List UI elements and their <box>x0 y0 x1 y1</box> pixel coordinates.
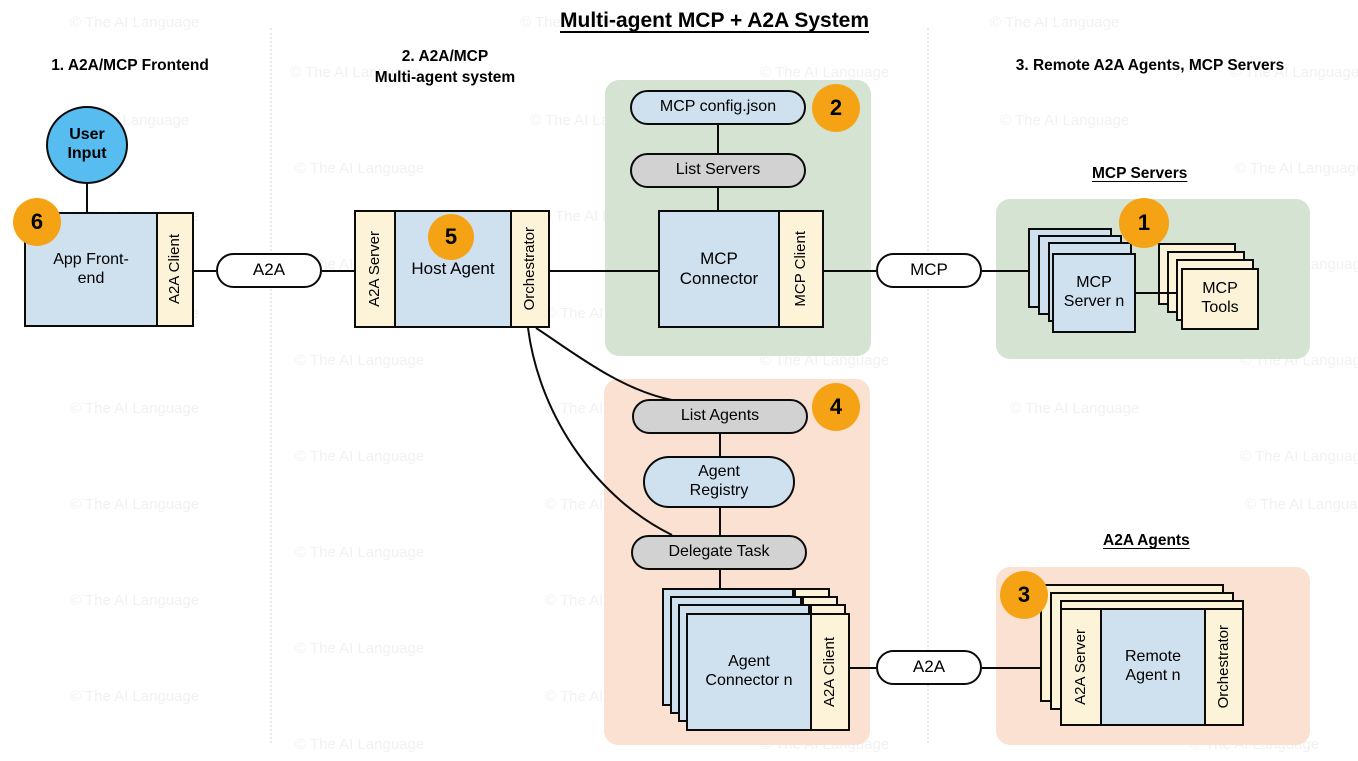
host-to-mcp-connector-line <box>550 270 658 272</box>
mcp-tools-box[interactable]: MCP Tools <box>1181 268 1259 330</box>
host-orchestrator-label: Orchestrator <box>521 227 539 311</box>
column-divider-left <box>270 28 272 743</box>
a2a-pill-to-remote-line <box>982 667 1040 669</box>
mcp-server-box[interactable]: MCP Server n <box>1052 253 1136 333</box>
connector-to-a2a-pill-line <box>850 667 876 669</box>
remote-agent-box[interactable]: Remote Agent n <box>1100 608 1204 726</box>
remote-a2a-server-label: A2A Server <box>1072 629 1090 705</box>
a2a-link-frontend: A2A <box>216 253 322 288</box>
agent-registry-label-line1: Agent <box>698 463 740 481</box>
frontend-a2a-client-label: A2A Client <box>166 234 184 305</box>
remote-agent-label-line1: Remote <box>1124 648 1182 666</box>
user-input-to-frontend-line <box>86 182 88 212</box>
a2a-link-agents: A2A <box>876 650 982 685</box>
watermark: © The AI Language <box>295 352 425 369</box>
mcp-server-label-line1: MCP <box>1076 274 1112 292</box>
watermark: © The AI Language <box>70 496 200 513</box>
badge-1: 1 <box>1119 198 1169 248</box>
agent-connector-label-line1: Agent <box>728 653 770 671</box>
agent-registry-box[interactable]: Agent Registry <box>643 456 795 508</box>
mcp-connector-label-line2: Connector <box>679 269 759 288</box>
badge-2: 2 <box>812 84 860 132</box>
watermark: © The AI Language <box>1000 112 1130 129</box>
host-a2a-server-box[interactable]: A2A Server <box>354 210 394 328</box>
watermark: © The AI Language <box>295 448 425 465</box>
mcp-server-label-line2: Server n <box>1063 293 1125 310</box>
list-agents-box[interactable]: List Agents <box>632 399 808 434</box>
watermark: © The AI Language <box>295 736 425 753</box>
config-to-list-servers-line <box>717 125 719 153</box>
mcp-client-box[interactable]: MCP Client <box>778 210 824 328</box>
mcp-client-to-pill-line <box>824 270 876 272</box>
watermark: © The AI Language <box>760 64 890 81</box>
column-title-3: 3. Remote A2A Agents, MCP Servers <box>1015 57 1285 74</box>
watermark: © The AI Language <box>70 688 200 705</box>
agent-registry-label-line2: Registry <box>689 482 749 499</box>
user-input-node[interactable]: User Input <box>46 106 128 184</box>
watermark: © The AI Language <box>70 14 200 31</box>
a2a-to-host-line <box>322 270 354 272</box>
watermark: © The AI Language <box>70 592 200 609</box>
page-title: Multi-agent MCP + A2A System <box>560 9 870 32</box>
mcp-connector-label-line1: MCP <box>700 248 738 268</box>
remote-a2a-server-box[interactable]: A2A Server <box>1060 608 1100 726</box>
user-input-label-line1: User <box>69 126 105 144</box>
delegate-task-box[interactable]: Delegate Task <box>631 535 807 570</box>
mcp-tools-label-line1: MCP <box>1202 280 1238 298</box>
badge-4: 4 <box>812 383 860 431</box>
remote-orchestrator-label: Orchestrator <box>1215 625 1233 709</box>
watermark: © The AI Language <box>295 160 425 177</box>
list-servers-to-connector-line <box>717 188 719 210</box>
column-divider-right <box>927 28 929 743</box>
app-frontend-label-line1: App Front- <box>53 250 129 268</box>
group-title-mcp-servers: MCP Servers <box>1092 165 1188 182</box>
frontend-to-a2a-line <box>194 270 216 272</box>
agent-connector-a2a-client-box[interactable]: A2A Client <box>810 613 850 731</box>
group-title-a2a-agents: A2A Agents <box>1103 532 1190 549</box>
column-title-2-line2: Multi-agent system <box>374 68 516 86</box>
badge-5: 5 <box>428 214 474 260</box>
app-frontend-label-line2: end <box>77 269 105 287</box>
list-servers-box[interactable]: List Servers <box>630 153 806 188</box>
column-title-1: 1. A2A/MCP Frontend <box>51 57 209 74</box>
badge-3: 3 <box>1000 571 1048 619</box>
mcp-server-to-tools-line <box>1136 292 1178 294</box>
watermark: © The AI Language <box>1235 160 1358 177</box>
badge-6: 6 <box>13 198 61 246</box>
watermark: © The AI Language <box>70 400 200 417</box>
host-a2a-server-label: A2A Server <box>366 231 384 307</box>
delegate-to-connector-line <box>719 570 721 592</box>
frontend-a2a-client-box[interactable]: A2A Client <box>156 212 194 327</box>
agent-connector-a2a-client-label: A2A Client <box>821 636 839 708</box>
mcp-tools-label-line2: Tools <box>1201 299 1239 316</box>
registry-to-delegate-line <box>719 508 721 535</box>
agent-connector-box[interactable]: Agent Connector n <box>686 613 810 731</box>
watermark: © The AI Language <box>1245 496 1358 513</box>
column-title-2: 2. A2A/MCP Multi-agent system <box>320 47 570 89</box>
user-input-label-line2: Input <box>67 145 107 162</box>
remote-orchestrator-box[interactable]: Orchestrator <box>1204 608 1244 726</box>
watermark: © The AI Language <box>295 640 425 657</box>
watermark: © The AI Language <box>295 544 425 561</box>
mcp-client-label: MCP Client <box>792 231 810 307</box>
watermark: © The AI Language <box>1010 400 1140 417</box>
remote-agent-label-line2: Agent n <box>1125 667 1181 684</box>
agent-connector-label-line2: Connector n <box>705 672 793 689</box>
mcp-pill-to-server-line <box>982 270 1028 272</box>
mcp-connector-box[interactable]: MCP Connector <box>658 210 778 328</box>
watermark: © The AI Language <box>990 14 1120 31</box>
column-title-2-line1: 2. A2A/MCP <box>401 48 489 65</box>
list-agents-to-registry-line <box>719 434 721 456</box>
mcp-link-pill: MCP <box>876 253 982 288</box>
watermark: © The AI Language <box>1240 448 1358 465</box>
mcp-config-box[interactable]: MCP config.json <box>630 90 806 125</box>
host-orchestrator-box[interactable]: Orchestrator <box>510 210 550 328</box>
